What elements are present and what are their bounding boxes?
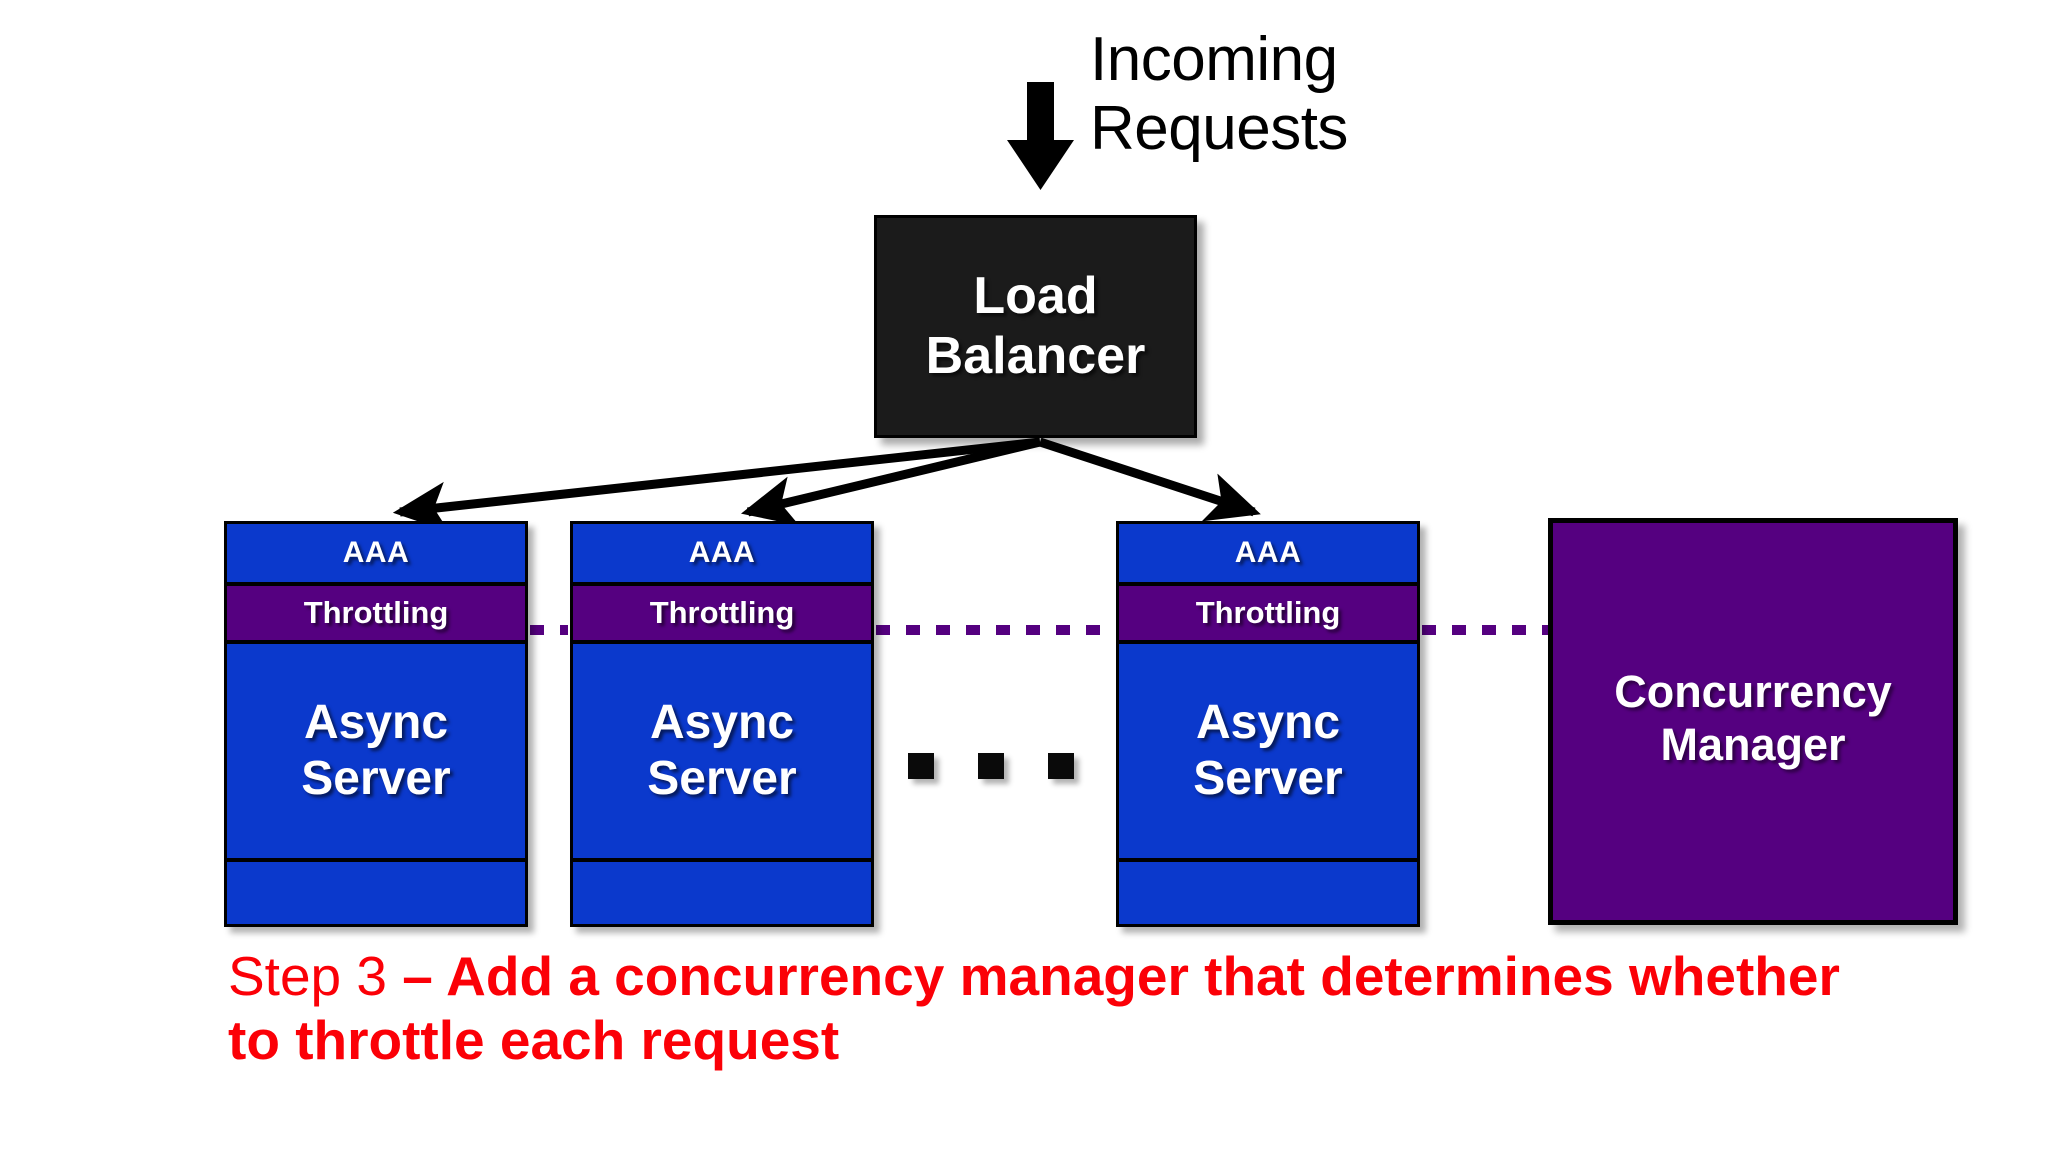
ellipsis-square-3 [1048, 753, 1074, 779]
server-footer-band-1 [227, 862, 525, 924]
async-server-box-2[interactable]: AAA Throttling Async Server [570, 521, 874, 927]
concurrency-manager-box[interactable]: Concurrency Manager [1548, 518, 1958, 925]
async-server-label-1: Async Server [227, 644, 525, 858]
step-caption: Step 3 – Add a concurrency manager that … [228, 944, 1888, 1073]
incoming-requests-arrow-icon [1007, 82, 1074, 190]
step-caption-bold: – Add a concurrency manager that determi… [228, 945, 1840, 1072]
arrow-lb-to-server-2 [740, 437, 1042, 526]
incoming-requests-label: Incoming Requests [1090, 25, 1348, 164]
async-server-box-3[interactable]: AAA Throttling Async Server [1116, 521, 1420, 927]
ellipsis-squares-icon [908, 753, 1088, 783]
server-footer-band-3 [1119, 862, 1417, 924]
throttling-band-3: Throttling [1119, 586, 1417, 640]
load-balancer-box[interactable]: Load Balancer [874, 215, 1197, 438]
aaa-band-2: AAA [573, 524, 871, 582]
server-footer-band-2 [573, 862, 871, 924]
arrow-lb-to-server-1 [392, 437, 1041, 532]
arrow-lb-to-server-3 [1038, 437, 1261, 522]
load-balancer-label: Load Balancer [925, 266, 1146, 385]
async-server-label-2: Async Server [573, 644, 871, 858]
step-caption-lead: Step 3 [228, 945, 403, 1007]
concurrency-manager-label: Concurrency Manager [1614, 665, 1892, 770]
aaa-band-3: AAA [1119, 524, 1417, 582]
async-server-box-1[interactable]: AAA Throttling Async Server [224, 521, 528, 927]
async-server-label-3: Async Server [1119, 644, 1417, 858]
ellipsis-square-2 [978, 753, 1004, 779]
ellipsis-square-1 [908, 753, 934, 779]
throttling-band-1: Throttling [227, 586, 525, 640]
aaa-band-1: AAA [227, 524, 525, 582]
throttling-band-2: Throttling [573, 586, 871, 640]
